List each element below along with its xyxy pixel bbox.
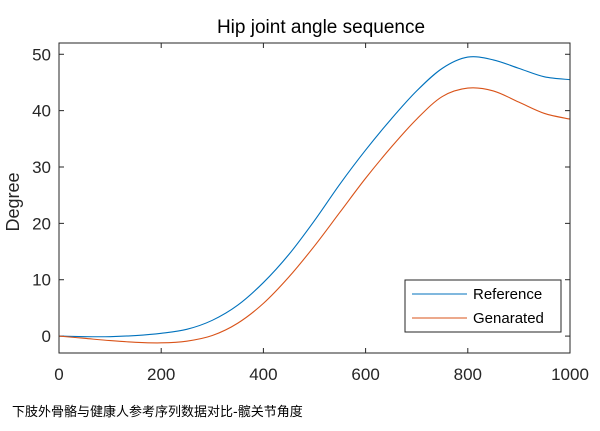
- legend-label: Reference: [473, 286, 542, 303]
- series-lines: [58, 56, 571, 344]
- legend-box: [404, 279, 562, 333]
- x-tick-label: 600: [351, 365, 379, 384]
- axis-ticks: 0 200 400 600 800 1000 0 10 20 30 40 50: [32, 43, 589, 384]
- x-tick-label: 800: [454, 365, 482, 384]
- series-line-generated: [58, 87, 571, 344]
- series-line-reference: [58, 56, 571, 338]
- y-tick-label: 20: [32, 214, 51, 233]
- plot-frame: [58, 42, 571, 354]
- figure-caption: 下肢外骨骼与健康人参考序列数据对比-髋关节角度: [12, 405, 303, 420]
- y-tick-label: 10: [32, 271, 51, 290]
- x-tick-label: 200: [147, 365, 175, 384]
- y-axis-label: Degree: [3, 172, 23, 231]
- y-tick-label: 50: [32, 45, 51, 64]
- y-tick-label: 30: [32, 158, 51, 177]
- y-tick-label: 0: [42, 327, 51, 346]
- y-tick-label: 40: [32, 102, 51, 121]
- x-tick-label: 0: [54, 365, 63, 384]
- legend-label: Genarated: [473, 310, 544, 327]
- x-tick-label: 400: [249, 365, 277, 384]
- x-tick-label: 1000: [551, 365, 589, 384]
- chart-title: Hip joint angle sequence: [217, 17, 425, 38]
